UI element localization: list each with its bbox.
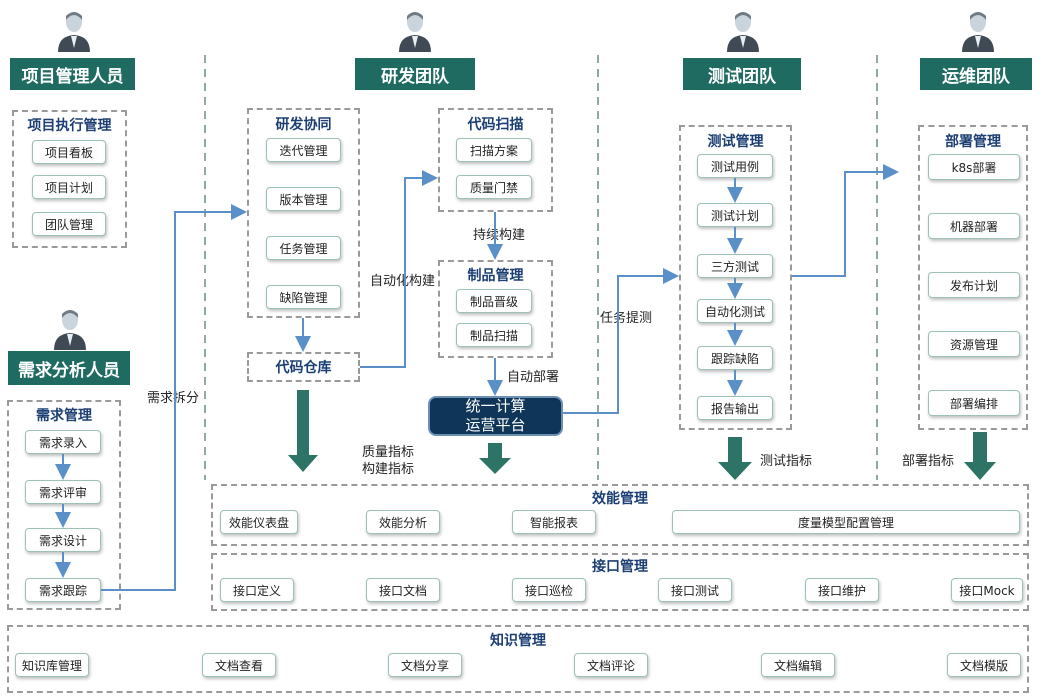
req-item[interactable]: 需求跟踪	[25, 578, 101, 602]
code-scan-title: 代码扫描	[467, 117, 524, 133]
role-banner-req: 需求分析人员	[8, 351, 130, 385]
knowledge-item[interactable]: 知识库管理	[15, 653, 89, 677]
label-continuous-build: 持续构建	[473, 228, 526, 243]
compute-platform[interactable]: 统一计算 运营平台	[428, 396, 563, 436]
code-scan-item[interactable]: 质量门禁	[456, 175, 532, 199]
test-mgmt-title: 测试管理	[707, 134, 764, 150]
code-repo[interactable]: 代码仓库	[247, 352, 360, 382]
efficiency-item[interactable]: 效能仪表盘	[220, 510, 298, 534]
knowledge-item[interactable]: 文档查看	[202, 653, 276, 677]
role-banner-ops: 运维团队	[920, 58, 1032, 90]
person-icon	[962, 12, 994, 52]
dev-collab-item[interactable]: 缺陷管理	[266, 285, 341, 309]
label-build-metrics: 构建指标	[362, 462, 415, 477]
req-item[interactable]: 需求录入	[25, 430, 101, 454]
interface-item[interactable]: 接口测试	[658, 578, 732, 602]
test-item[interactable]: 跟踪缺陷	[697, 346, 773, 370]
deploy-group	[918, 125, 1028, 430]
knowledge-title: 知识管理	[490, 633, 546, 649]
interface-title: 接口管理	[592, 559, 648, 575]
test-item[interactable]: 自动化测试	[697, 299, 773, 323]
code-scan-group	[438, 108, 553, 212]
dev-collab-group	[247, 108, 360, 318]
dev-collab-item[interactable]: 版本管理	[266, 187, 341, 211]
person-icon	[54, 310, 86, 350]
role-banner-test: 测试团队	[683, 58, 801, 90]
platform-line1: 统一计算	[465, 397, 526, 415]
pm-item[interactable]: 团队管理	[32, 212, 106, 236]
req-group	[7, 400, 121, 610]
efficiency-item[interactable]: 智能报表	[512, 510, 596, 534]
artifact-group	[438, 260, 553, 358]
pm-item[interactable]: 项目看板	[32, 140, 106, 164]
knowledge-item[interactable]: 文档评论	[574, 653, 648, 677]
knowledge-item[interactable]: 文档编辑	[761, 653, 835, 677]
interface-item[interactable]: 接口定义	[220, 578, 294, 602]
label-test-metrics: 测试指标	[760, 454, 813, 469]
artifact-item[interactable]: 制品晋级	[456, 289, 532, 313]
label-quality-metrics: 质量指标	[362, 445, 415, 460]
deploy-item[interactable]: 部署编排	[928, 390, 1020, 416]
req-item[interactable]: 需求设计	[25, 528, 101, 552]
pm-group-title: 项目执行管理	[27, 118, 112, 134]
deploy-item[interactable]: k8s部署	[928, 154, 1020, 180]
interface-item[interactable]: 接口维护	[805, 578, 879, 602]
interface-item[interactable]: 接口巡检	[512, 578, 586, 602]
knowledge-item[interactable]: 文档模版	[947, 653, 1021, 677]
deploy-item[interactable]: 机器部署	[928, 213, 1020, 239]
test-item[interactable]: 测试用例	[697, 154, 773, 178]
platform-line2: 运营平台	[465, 416, 526, 434]
artifact-item[interactable]: 制品扫描	[456, 323, 532, 347]
test-mgmt-group	[679, 125, 792, 430]
label-task-submit: 任务提测	[600, 311, 653, 326]
knowledge-band	[7, 625, 1029, 693]
person-icon	[399, 12, 431, 52]
label-auto-build: 自动化构建	[370, 274, 436, 289]
efficiency-band	[211, 484, 1029, 546]
interface-band	[211, 553, 1029, 611]
person-icon	[58, 12, 90, 52]
req-item[interactable]: 需求评审	[25, 480, 101, 504]
deploy-item[interactable]: 资源管理	[928, 331, 1020, 357]
efficiency-item[interactable]: 效能分析	[366, 510, 440, 534]
test-item[interactable]: 三方测试	[697, 254, 773, 278]
role-banner-dev: 研发团队	[355, 58, 475, 90]
req-group-title: 需求管理	[36, 408, 92, 424]
efficiency-title: 效能管理	[592, 491, 648, 507]
deploy-item[interactable]: 发布计划	[928, 272, 1020, 298]
label-deploy-metrics: 部署指标	[902, 454, 955, 469]
pm-group	[12, 110, 127, 248]
test-item[interactable]: 测试计划	[697, 203, 773, 227]
interface-item[interactable]: 接口Mock	[951, 578, 1023, 602]
label-auto-deploy: 自动部署	[507, 370, 560, 385]
test-item[interactable]: 报告输出	[697, 396, 773, 420]
interface-item[interactable]: 接口文档	[366, 578, 440, 602]
role-banner-pm: 项目管理人员	[10, 58, 135, 90]
knowledge-item[interactable]: 文档分享	[388, 653, 462, 677]
person-icon	[727, 12, 759, 52]
label-req-split: 需求拆分	[147, 391, 200, 406]
dev-collab-item[interactable]: 迭代管理	[266, 138, 341, 162]
code-scan-item[interactable]: 扫描方案	[456, 138, 532, 162]
pm-item[interactable]: 项目计划	[32, 175, 106, 199]
dev-collab-item[interactable]: 任务管理	[266, 236, 341, 260]
dev-collab-title: 研发协同	[275, 117, 332, 133]
artifact-title: 制品管理	[467, 268, 524, 284]
deploy-title: 部署管理	[945, 134, 1001, 150]
efficiency-item[interactable]: 度量模型配置管理	[672, 510, 1020, 534]
